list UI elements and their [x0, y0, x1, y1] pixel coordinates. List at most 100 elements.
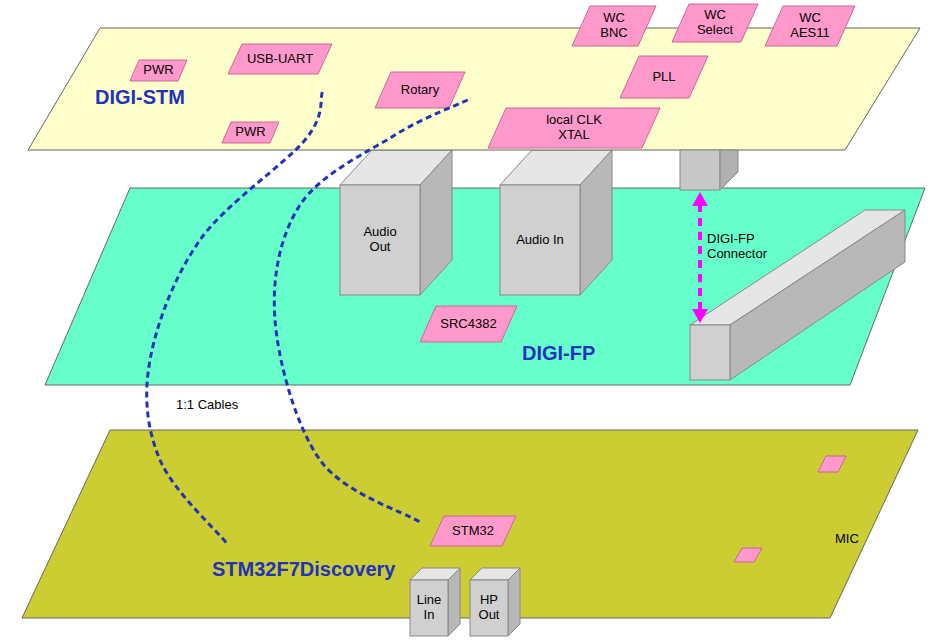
- mic-chip: [734, 548, 762, 562]
- node-label: Audio Out: [355, 225, 405, 255]
- chip-holder: PWR: [130, 60, 187, 81]
- chip-component: Rotary: [375, 72, 465, 108]
- node-label: WC BNC: [594, 11, 634, 41]
- node-label: DIGI-FP: [522, 342, 595, 365]
- cube-holder: Audio In: [500, 185, 580, 295]
- cube-front: [470, 580, 508, 636]
- chip-holder: WC BNC: [572, 6, 656, 46]
- chip-outline: [572, 6, 656, 46]
- chip-holder: WC AES11: [765, 6, 855, 46]
- shape-outline: [340, 150, 452, 295]
- chip-component: WC BNC: [572, 6, 656, 46]
- cube-side: [448, 568, 460, 636]
- node-label: PLL: [652, 70, 675, 85]
- chip-outline: [430, 516, 516, 546]
- node-label: WC AES11: [787, 11, 833, 41]
- shape-group: [222, 122, 279, 143]
- chip-holder: USB-UART: [228, 44, 332, 74]
- node-label: PWR: [235, 125, 265, 140]
- shape-group: [488, 108, 660, 148]
- shape-group: [130, 60, 187, 81]
- node-label: local CLK XTAL: [538, 113, 610, 143]
- title-holder: DIGI-STM: [95, 86, 185, 109]
- shape-group: [410, 568, 460, 636]
- cube-holder: HP Out: [470, 580, 508, 636]
- cube-side: [508, 568, 520, 636]
- board-outline: [45, 188, 925, 385]
- chip-component: USB-UART: [228, 44, 332, 74]
- cube-holder: Audio Out: [340, 185, 420, 295]
- node-label: PWR: [143, 63, 173, 78]
- cable-line: [274, 100, 467, 522]
- chip-outline: [228, 44, 332, 74]
- shape-group: [765, 6, 855, 46]
- chip-component: PWR: [130, 60, 187, 81]
- chip-outline: [488, 108, 660, 148]
- shape-group: [420, 306, 517, 342]
- node-label: STM32F7Discovery: [212, 558, 395, 581]
- bar-front: [690, 325, 730, 380]
- chip-outline: [375, 72, 465, 108]
- chip-component: PLL: [620, 56, 708, 98]
- chip-holder: SRC4382: [420, 306, 517, 342]
- chip-outline: [672, 4, 758, 42]
- node-label: Line In: [411, 593, 447, 623]
- node-label: DIGI-STM: [95, 86, 185, 109]
- connector-block: Audio Out: [340, 150, 452, 295]
- board-link-arrow: [698, 204, 702, 311]
- title-holder: STM32F7Discovery: [212, 558, 395, 581]
- chip-outline: [765, 6, 855, 46]
- title-holder: DIGI-FP: [522, 342, 595, 365]
- shape-group: [45, 188, 925, 385]
- chip-holder: PWR: [222, 122, 279, 143]
- connector-side: [720, 150, 738, 190]
- cable-line: [147, 92, 323, 545]
- chip-component: WC Select: [672, 4, 758, 42]
- chip-outline: [420, 306, 517, 342]
- cube-side: [580, 150, 612, 295]
- chip-component: local CLK XTAL: [488, 108, 660, 148]
- bar-side: [730, 210, 905, 380]
- node-label: USB-UART: [247, 52, 313, 67]
- part-label: MIC: [835, 532, 859, 547]
- chip-component: SRC4382: [420, 306, 517, 342]
- shape-group: [228, 44, 332, 74]
- chip-holder: local CLK XTAL: [488, 108, 660, 148]
- chip-holder: Rotary: [375, 72, 465, 108]
- mic-chip: [818, 456, 846, 472]
- chip-outline: [130, 60, 187, 81]
- connector-block: DIGI-FP Connector: [690, 205, 908, 383]
- shape-outline: [500, 150, 612, 295]
- circuit-board: STM32F7DiscoverySTM32Line InHP Out: [22, 430, 918, 618]
- connector-block: Line In: [410, 568, 460, 636]
- edge-label-holder: 1:1 Cables: [176, 398, 238, 413]
- connector-block: HP Out: [470, 568, 520, 636]
- connector-block: Audio In: [500, 150, 612, 295]
- chip-holder: WC Select: [672, 4, 758, 42]
- circuit-board: DIGI-STMPWRUSB-UARTPWRRotaryWC BNCWC Sel…: [28, 28, 920, 150]
- chip-holder: STM32: [430, 516, 516, 546]
- node-label: Rotary: [401, 83, 439, 98]
- cube-holder: Line In: [410, 580, 448, 636]
- arrow-head: [692, 192, 708, 206]
- chip-outline: [620, 56, 708, 98]
- circuit-board: DIGI-FP Audio Out Audio In DIGI-FP Connecto…: [45, 188, 925, 385]
- node-label: SRC4382: [440, 317, 496, 332]
- shape-group: [470, 568, 520, 636]
- shape-group: [500, 150, 612, 295]
- node-label: HP Out: [471, 593, 507, 623]
- cube-side: [420, 150, 452, 295]
- connector-stub: [680, 150, 720, 190]
- label-holder: MIC: [835, 532, 859, 547]
- node-label: DIGI-FP Connector: [707, 232, 773, 262]
- chip-component: WC AES11: [765, 6, 855, 46]
- shape-group: [572, 6, 656, 46]
- shape-group: [340, 150, 452, 295]
- node-label: STM32: [452, 524, 494, 539]
- chip-outline: [222, 122, 279, 143]
- shape-group: [690, 210, 905, 380]
- shape-group: [672, 4, 758, 42]
- chip-component: PWR: [222, 122, 279, 143]
- chip-holder: PLL: [620, 56, 708, 98]
